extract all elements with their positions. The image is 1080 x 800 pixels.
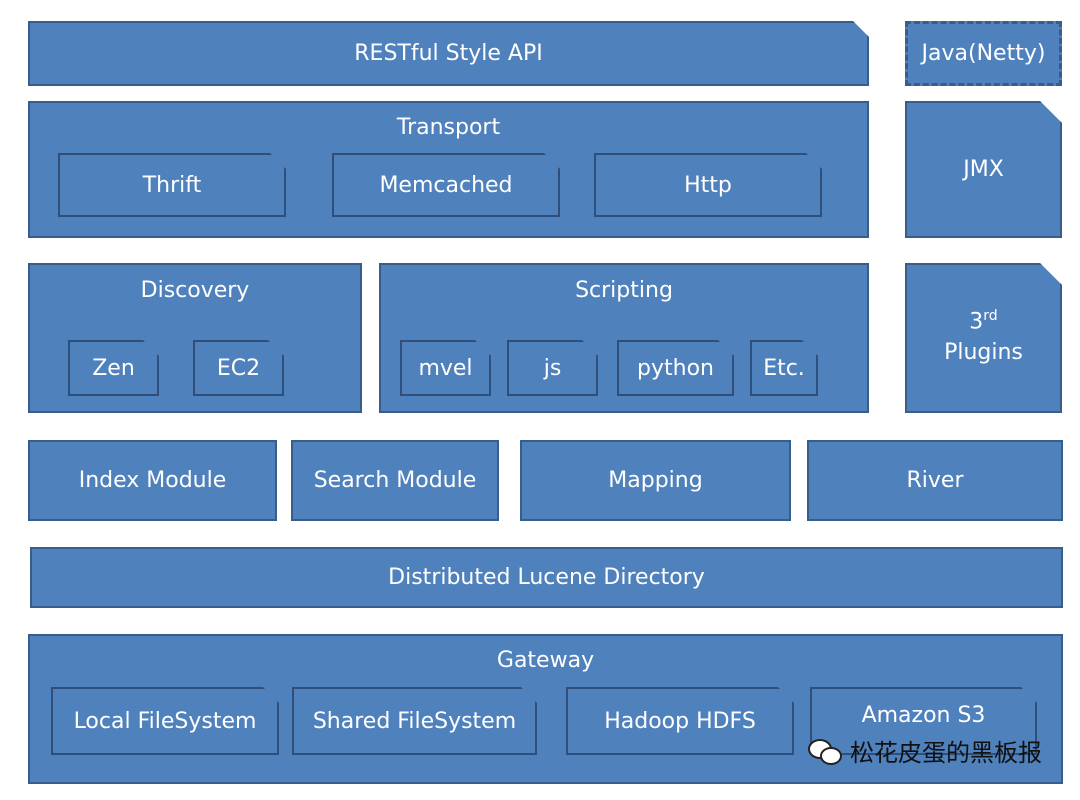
plugins-sup: rd xyxy=(983,308,998,325)
search-module: Search Module xyxy=(291,440,499,521)
gateway-local-fs: Local FileSystem xyxy=(51,687,279,755)
discovery-layer: Discovery Zen EC2 xyxy=(28,263,362,413)
index-module-label: Index Module xyxy=(78,468,227,493)
discovery-title: Discovery xyxy=(140,278,250,303)
search-module-label: Search Module xyxy=(313,468,477,493)
discovery-ec2: EC2 xyxy=(193,340,284,396)
wechat-icon xyxy=(808,737,844,765)
java-netty-label: Java(Netty) xyxy=(921,41,1046,66)
scripting-python: python xyxy=(617,340,734,396)
transport-layer: Transport Thrift Memcached Http xyxy=(28,101,869,238)
gateway-amazon-s3: Amazon S3 xyxy=(810,687,1037,755)
plugins-num: 3 xyxy=(969,309,984,335)
lucene-label: Distributed Lucene Directory xyxy=(388,565,705,590)
index-module: Index Module xyxy=(28,440,277,521)
plugins-label: Plugins xyxy=(944,340,1023,366)
transport-memcached: Memcached xyxy=(332,153,560,217)
lucene-layer: Distributed Lucene Directory xyxy=(30,547,1063,608)
plugins-number: 3rd xyxy=(969,307,997,338)
plugins-box: 3rd Plugins xyxy=(905,263,1062,413)
restful-api-label: RESTful Style API xyxy=(354,41,543,66)
mapping-module: Mapping xyxy=(520,440,791,521)
gateway-hadoop-hdfs: Hadoop HDFS xyxy=(566,687,794,755)
watermark-text: 松花皮蛋的黑板报 xyxy=(850,739,1042,767)
discovery-zen: Zen xyxy=(68,340,159,396)
jmx-box: JMX xyxy=(905,101,1062,238)
scripting-title: Scripting xyxy=(575,278,673,303)
gateway-layer: Gateway Local FileSystem Shared FileSyst… xyxy=(28,634,1063,784)
transport-title: Transport xyxy=(396,115,501,140)
gateway-shared-fs: Shared FileSystem xyxy=(292,687,537,755)
mapping-label: Mapping xyxy=(608,468,703,493)
scripting-js: js xyxy=(507,340,598,396)
java-netty-box: Java(Netty) xyxy=(905,21,1062,86)
scripting-etc: Etc. xyxy=(750,340,818,396)
transport-http: Http xyxy=(594,153,822,217)
gateway-title: Gateway xyxy=(496,648,595,673)
scripting-layer: Scripting mvel js python Etc. xyxy=(379,263,869,413)
watermark: 松花皮蛋的黑板报 xyxy=(808,733,1042,768)
restful-api-layer: RESTful Style API xyxy=(28,21,869,86)
river-module: River xyxy=(807,440,1063,521)
scripting-mvel: mvel xyxy=(400,340,491,396)
jmx-label: JMX xyxy=(963,157,1004,182)
transport-thrift: Thrift xyxy=(58,153,286,217)
river-label: River xyxy=(906,468,964,493)
